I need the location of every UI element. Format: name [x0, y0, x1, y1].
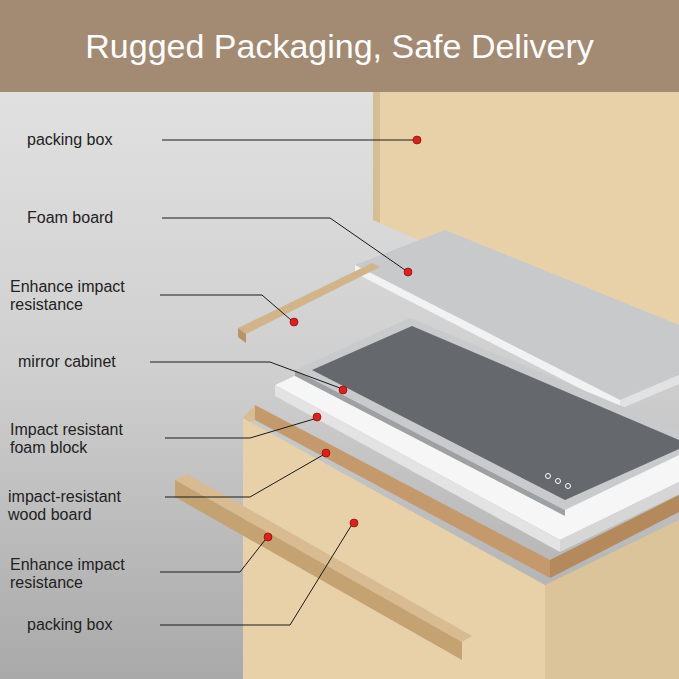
part-label: Enhance impact resistance: [10, 278, 160, 314]
part-label: Foam board: [27, 209, 113, 227]
part-label: packing box: [27, 616, 112, 634]
part-label: Enhance impact resistance: [10, 556, 160, 592]
part-label: mirror cabinet: [18, 353, 116, 371]
part-label: packing box: [27, 131, 112, 149]
callout-dots: [264, 136, 421, 541]
leader-lines: [150, 140, 413, 625]
part-label: impact-resistant wood board: [8, 488, 158, 524]
title: Rugged Packaging, Safe Delivery: [0, 0, 679, 92]
lower-corner-strip: [175, 474, 472, 660]
part-label: Impact resistant foam block: [10, 421, 160, 457]
upper-corner-strip: [238, 263, 380, 343]
